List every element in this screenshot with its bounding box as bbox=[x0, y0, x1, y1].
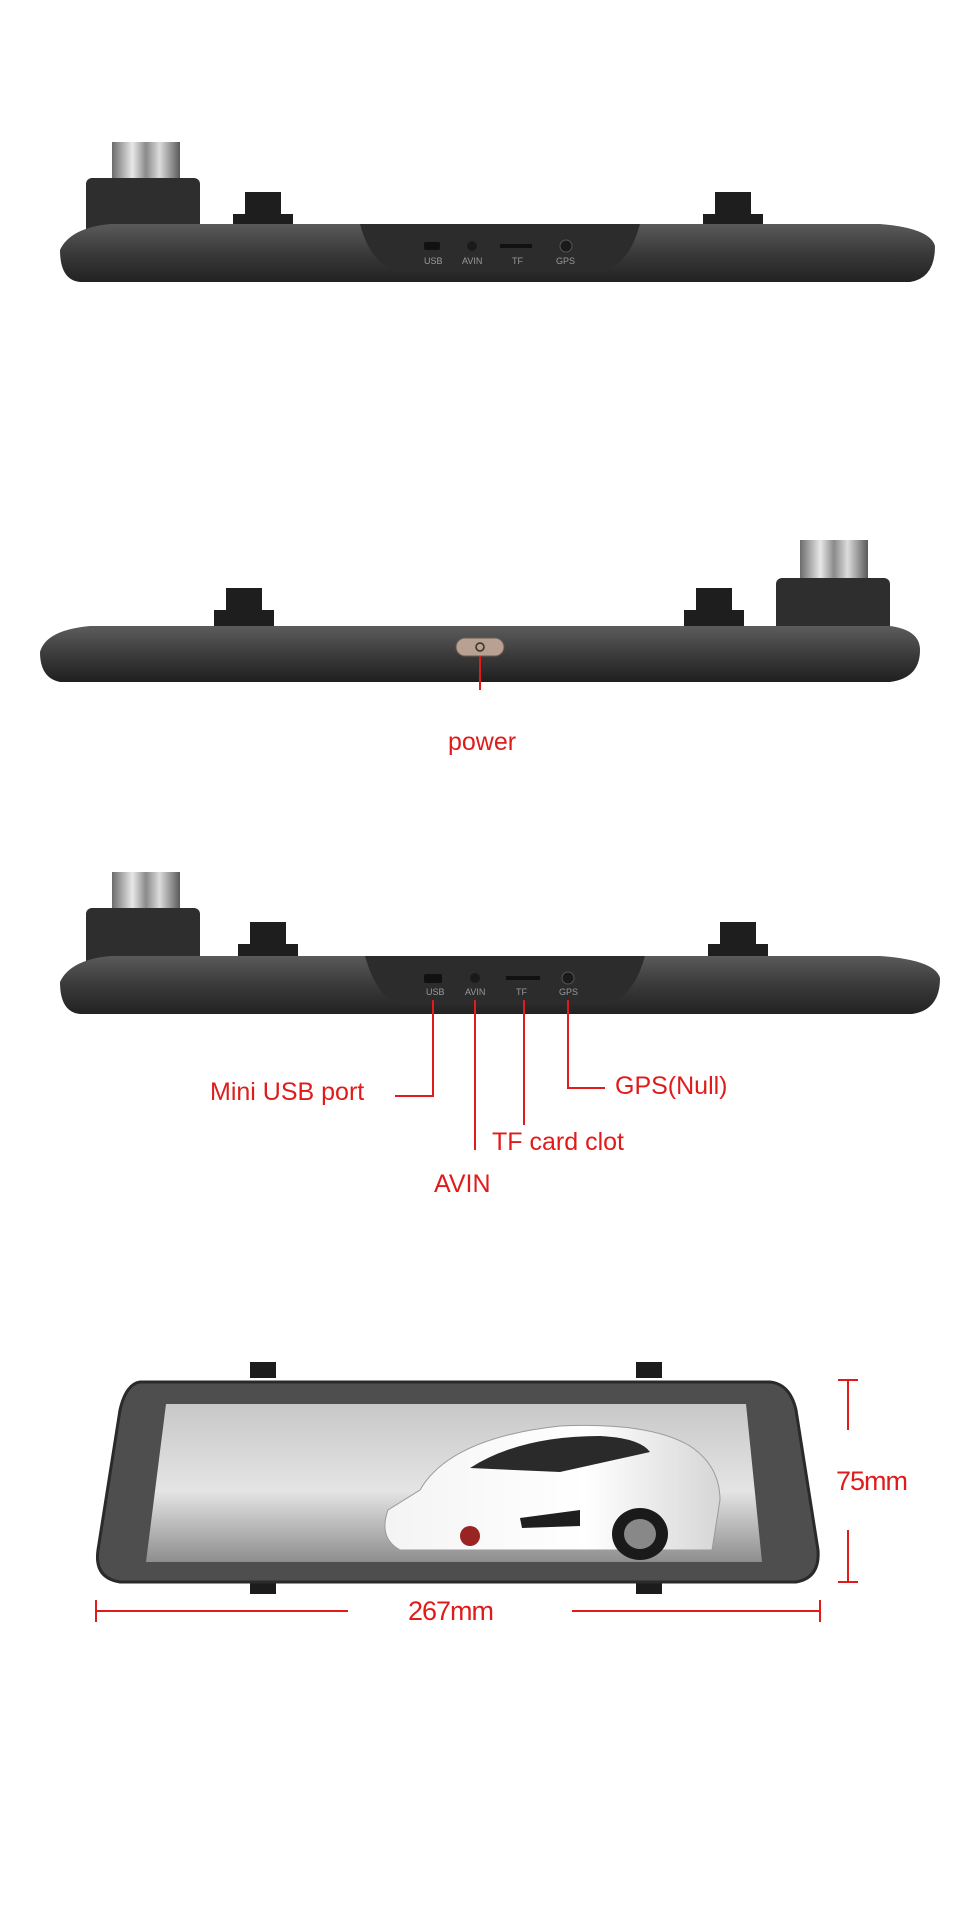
gps-callout-line bbox=[567, 1000, 605, 1089]
port-label-avin: AVIN bbox=[462, 256, 482, 266]
port-label-gps: GPS bbox=[556, 256, 575, 266]
camera-housing bbox=[776, 578, 890, 640]
power-label: power bbox=[448, 728, 517, 756]
clip-right bbox=[708, 922, 768, 966]
clip-left bbox=[214, 588, 274, 632]
power-icon bbox=[475, 642, 485, 652]
camera-lens bbox=[112, 142, 180, 180]
gps-label: GPS(Null) bbox=[615, 1072, 728, 1100]
panel-top-view-1: USB AVIN TF GPS bbox=[0, 120, 960, 300]
tf-slot bbox=[506, 976, 540, 980]
device-top-view-1: USB AVIN TF GPS bbox=[60, 142, 935, 282]
panel-top-view-2: USB AVIN TF GPS Mini USB port GPS(Null) … bbox=[0, 860, 960, 1220]
car-image bbox=[384, 1424, 721, 1560]
tf-slot bbox=[500, 244, 532, 248]
usb-port bbox=[424, 242, 440, 250]
device-bottom-view bbox=[40, 540, 920, 690]
gps-port bbox=[561, 971, 575, 985]
device-front-view bbox=[95, 1362, 858, 1622]
device-top-view-2: USB AVIN TF GPS bbox=[60, 872, 940, 1150]
avin-port bbox=[467, 241, 477, 251]
port-label-gps: GPS bbox=[559, 987, 578, 997]
usb-callout-line bbox=[395, 1000, 434, 1097]
clip-top-right bbox=[636, 1362, 662, 1378]
camera-housing bbox=[86, 908, 200, 970]
clip-top-left bbox=[250, 1362, 276, 1378]
camera-housing bbox=[86, 178, 200, 238]
power-button[interactable] bbox=[455, 637, 505, 657]
panel-bottom-view: power bbox=[0, 530, 960, 760]
clip-right bbox=[684, 588, 744, 632]
width-dimension-label: 267mm bbox=[408, 1596, 494, 1626]
avin-label: AVIN bbox=[434, 1170, 491, 1198]
port-panel bbox=[365, 956, 645, 1004]
port-label-tf: TF bbox=[512, 256, 523, 266]
mini-usb-label: Mini USB port bbox=[210, 1078, 365, 1106]
port-label-avin: AVIN bbox=[465, 987, 485, 997]
camera-lens bbox=[112, 872, 180, 912]
gps-port bbox=[559, 239, 573, 253]
panel-front-view: 75mm 267mm bbox=[0, 1350, 960, 1650]
port-label-usb: USB bbox=[424, 256, 443, 266]
port-label-usb: USB bbox=[426, 987, 445, 997]
camera-lens bbox=[800, 540, 868, 582]
tf-card-label: TF card clot bbox=[492, 1128, 624, 1156]
avin-port bbox=[470, 973, 480, 983]
port-label-tf: TF bbox=[516, 987, 527, 997]
height-dimension-label: 75mm bbox=[836, 1466, 908, 1496]
clip-left bbox=[238, 922, 298, 966]
usb-port bbox=[424, 974, 442, 983]
